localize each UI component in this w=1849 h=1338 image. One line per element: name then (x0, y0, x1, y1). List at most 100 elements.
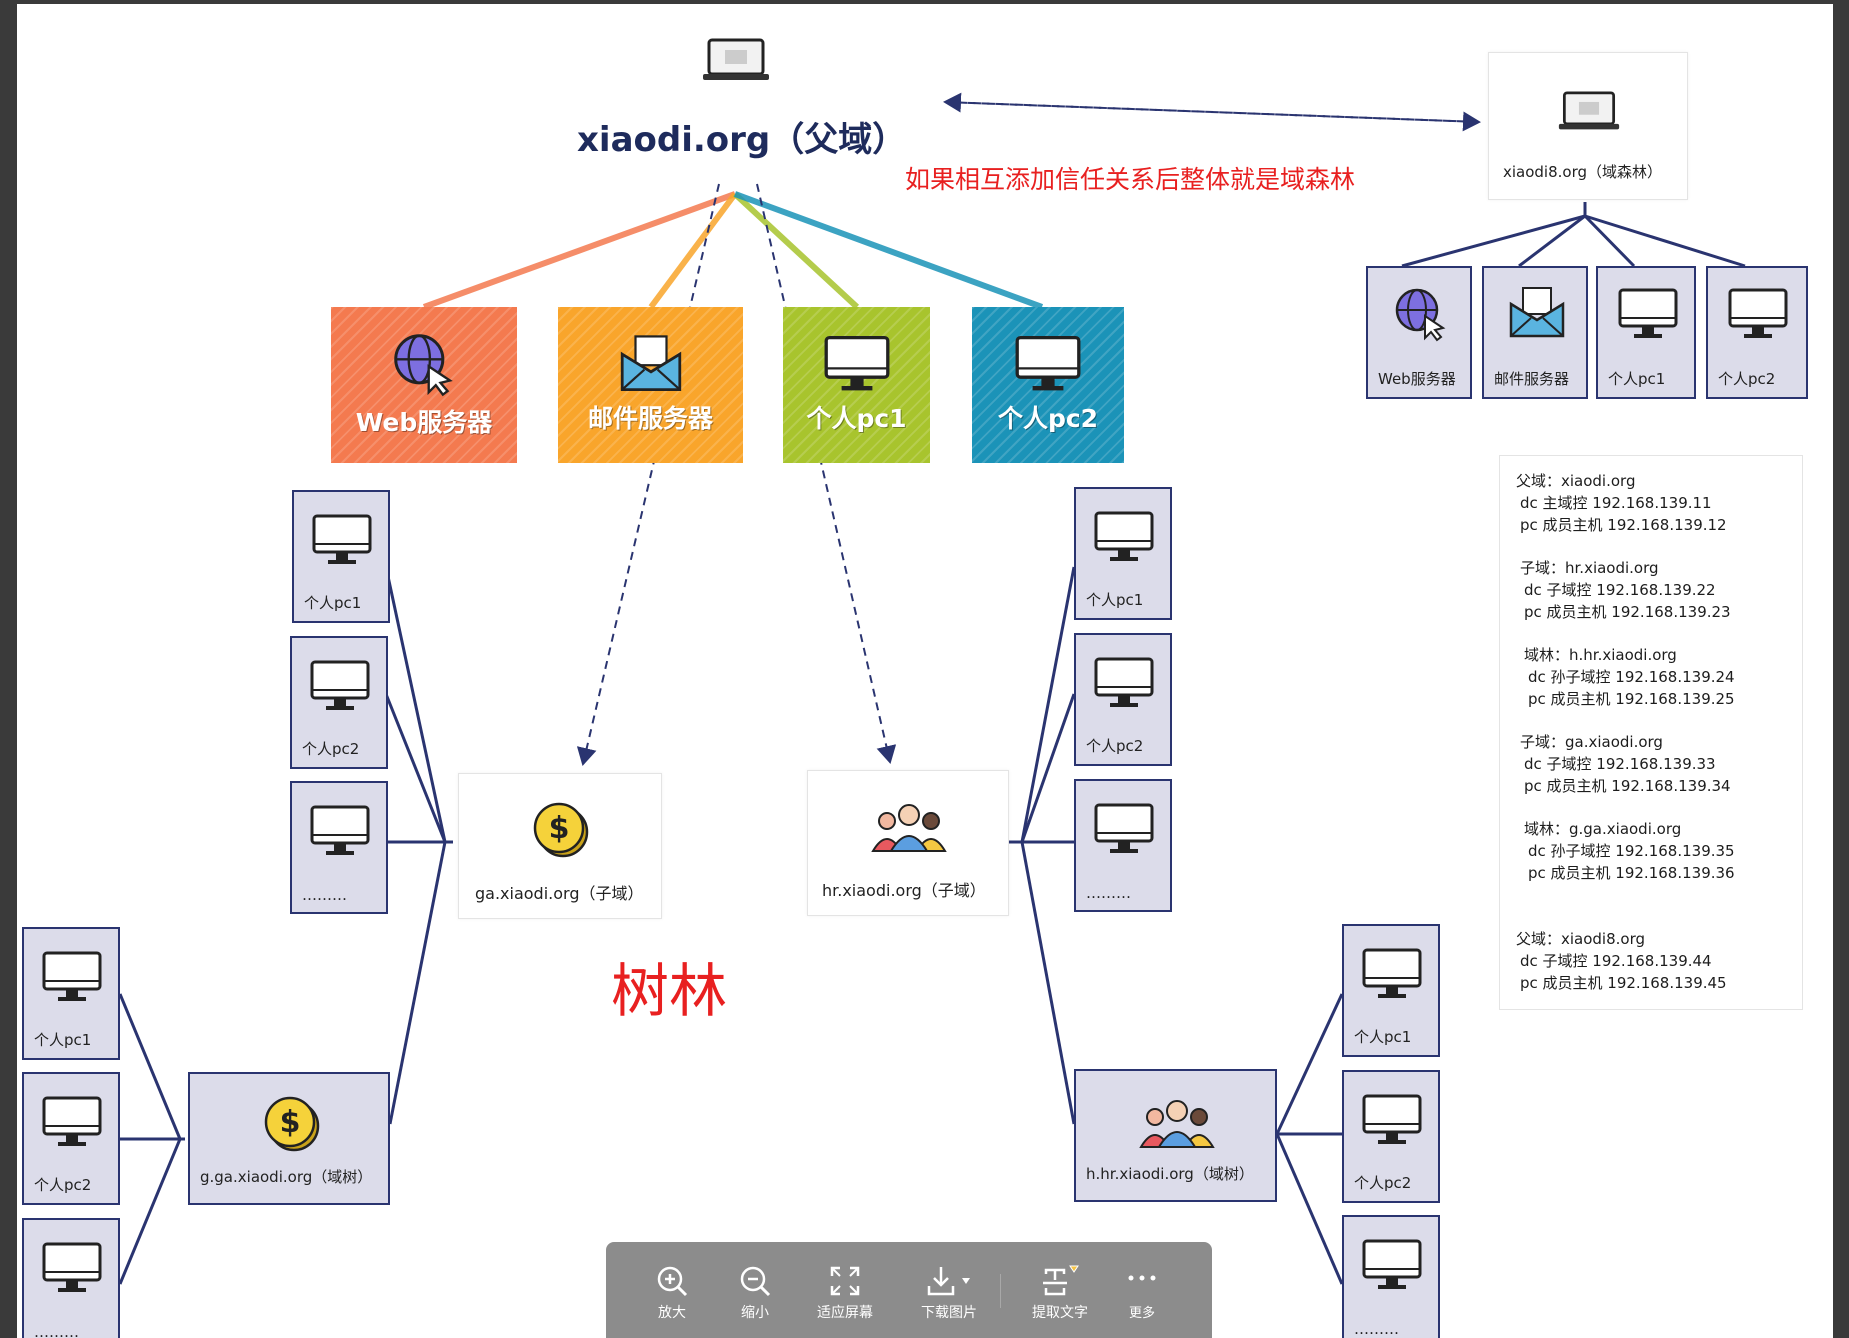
download-icon (927, 1267, 970, 1296)
zoom-out-icon (740, 1266, 771, 1297)
hhr-pc2: 个人pc2 (1342, 1070, 1440, 1203)
team-icon (871, 804, 947, 852)
info-line: dc 孙子域控 192.168.139.24 (1528, 668, 1735, 686)
arrow-to-ga (576, 183, 720, 766)
monitor-icon (1015, 335, 1081, 391)
hr-subdomain-label: hr.xiaodi.org（子域） (822, 881, 986, 900)
service-label: 个人pc1 (806, 404, 907, 433)
monitor-icon (1094, 511, 1154, 561)
ga-pc2: 个人pc2 (290, 636, 388, 769)
monitor-icon (310, 660, 370, 710)
info-line: dc 孙子域控 192.168.139.35 (1528, 842, 1735, 860)
pc-label: ……… (34, 1323, 79, 1338)
hhr-tree-label: h.hr.xiaodi.org（域树） (1086, 1165, 1254, 1183)
info-group-hhr: 域林：h.hr.xiaodi.org dc 孙子域控 192.168.139.2… (1524, 644, 1735, 710)
zoom-in-icon (657, 1266, 688, 1297)
coin-icon: $ (533, 802, 589, 858)
trust-arrow-back (943, 92, 1480, 123)
pc1-tile: 个人pc1 (783, 307, 930, 463)
ga-links (118, 566, 453, 1285)
globe-cursor-icon (394, 334, 453, 397)
monitor-icon (1362, 1239, 1422, 1289)
info-line: dc 子域控 192.168.139.33 (1524, 755, 1716, 773)
info-line: pc 成员主机 192.168.139.36 (1528, 864, 1735, 882)
monitor-icon (1362, 1094, 1422, 1144)
monitor-icon (42, 951, 102, 1001)
info-group-gga: 域林：g.ga.xiaodi.org dc 孙子域控 192.168.139.3… (1524, 818, 1735, 884)
info-line: dc 子域控 192.168.139.44 (1520, 952, 1712, 970)
info-line: 域林：h.hr.xiaodi.org (1524, 646, 1677, 664)
image-viewer-toolbar: 放大 缩小 适应屏幕 下载图片 提取文字 (606, 1242, 1212, 1338)
info-group-forest: 父域：xiaodi8.org dc 子域控 192.168.139.44 pc … (1516, 928, 1727, 994)
info-line: 父域：xiaodi8.org (1516, 930, 1646, 948)
info-line: dc 子域控 192.168.139.22 (1524, 581, 1716, 599)
pc-label: ……… (302, 886, 347, 904)
laptop-icon (1558, 91, 1620, 130)
forest-item-label: Web服务器 (1378, 370, 1456, 388)
ga-pc1: 个人pc1 (292, 490, 390, 623)
info-group-parent: 父域：xiaodi.org dc 主域控 192.168.139.11 pc 成… (1516, 470, 1727, 536)
service-label: Web服务器 (355, 408, 493, 437)
extract-text-button[interactable]: 提取文字 (1020, 1242, 1100, 1338)
gga-pc-more: ……… (22, 1218, 120, 1338)
pc-label: ……… (1354, 1320, 1399, 1338)
ga-subdomain-box: $ ga.xiaodi.org（子域） (458, 773, 662, 919)
info-line: pc 成员主机 192.168.139.25 (1528, 690, 1735, 708)
info-group-hr: 子域：hr.xiaodi.org dc 子域控 192.168.139.22 p… (1520, 557, 1731, 623)
hr-pc-more: ……… (1074, 779, 1172, 912)
gga-tree-label: g.ga.xiaodi.org（域树） (200, 1168, 373, 1186)
gga-pc2: 个人pc2 (22, 1072, 120, 1205)
link-pc2 (733, 191, 1044, 310)
parent-domain-title: xiaodi.org（父域） (577, 120, 907, 160)
pc-label: 个人pc2 (1086, 737, 1144, 755)
forest-item-label: 个人pc1 (1608, 370, 1666, 388)
gga-pc1: 个人pc1 (22, 927, 120, 1060)
link-mail (648, 192, 738, 309)
forest-item-label: 邮件服务器 (1494, 370, 1570, 388)
monitor-icon (1094, 803, 1154, 853)
fit-screen-icon (830, 1266, 860, 1296)
connector-lines (118, 92, 1746, 1285)
hr-pc1: 个人pc1 (1074, 487, 1172, 620)
forest-pc1: 个人pc1 (1596, 266, 1696, 399)
ga-pc-more: ……… (290, 781, 388, 914)
fit-screen-button[interactable]: 适应屏幕 (805, 1242, 885, 1338)
info-line: 子域：hr.xiaodi.org (1520, 559, 1659, 577)
chevron-down-icon (962, 1278, 970, 1284)
pc-label: 个人pc2 (302, 740, 360, 758)
pc2-tile: 个人pc2 (972, 307, 1124, 463)
forest-root-label: xiaodi8.org（域森林） (1503, 163, 1663, 181)
forest-item-label: 个人pc2 (1718, 370, 1776, 388)
monitor-icon (312, 514, 372, 564)
toolbar-divider (1000, 1274, 1001, 1308)
team-icon (1139, 1100, 1215, 1148)
info-group-ga: 子域：ga.xiaodi.org dc 子域控 192.168.139.33 p… (1520, 731, 1731, 797)
mail-icon (620, 335, 681, 391)
hhr-pc-more: ……… (1342, 1215, 1440, 1338)
forest-web-server: Web服务器 (1366, 266, 1472, 399)
zoom-out-button[interactable]: 缩小 (715, 1242, 795, 1338)
info-line: dc 主域控 192.168.139.11 (1520, 494, 1712, 512)
zoom-in-button[interactable]: 放大 (632, 1242, 712, 1338)
more-button[interactable]: 更多 (1102, 1242, 1182, 1338)
monitor-icon (1362, 948, 1422, 998)
mail-icon (1509, 287, 1565, 338)
pc-label: 个人pc1 (1354, 1028, 1412, 1046)
arrow-to-hr (756, 183, 897, 764)
more-icon (1128, 1275, 1156, 1281)
monitor-icon (824, 335, 889, 391)
coin-icon: $ (264, 1096, 320, 1152)
pc-label: ……… (1086, 884, 1131, 902)
pc-label: 个人pc1 (1086, 591, 1144, 609)
forest-note: 如果相互添加信任关系后整体就是域森林 (905, 165, 1356, 194)
monitor-icon (42, 1242, 102, 1292)
mail-server-tile: 邮件服务器 (558, 307, 743, 463)
forest-links (1401, 202, 1746, 268)
hhr-pc1: 个人pc1 (1342, 924, 1440, 1057)
monitor-icon (1618, 288, 1678, 338)
svg-text:$: $ (280, 1105, 301, 1140)
monitor-icon (1094, 657, 1154, 707)
info-line: 父域：xiaodi.org (1516, 472, 1636, 490)
monitor-icon (1728, 288, 1788, 338)
download-image-button[interactable]: 下载图片 (909, 1242, 989, 1338)
